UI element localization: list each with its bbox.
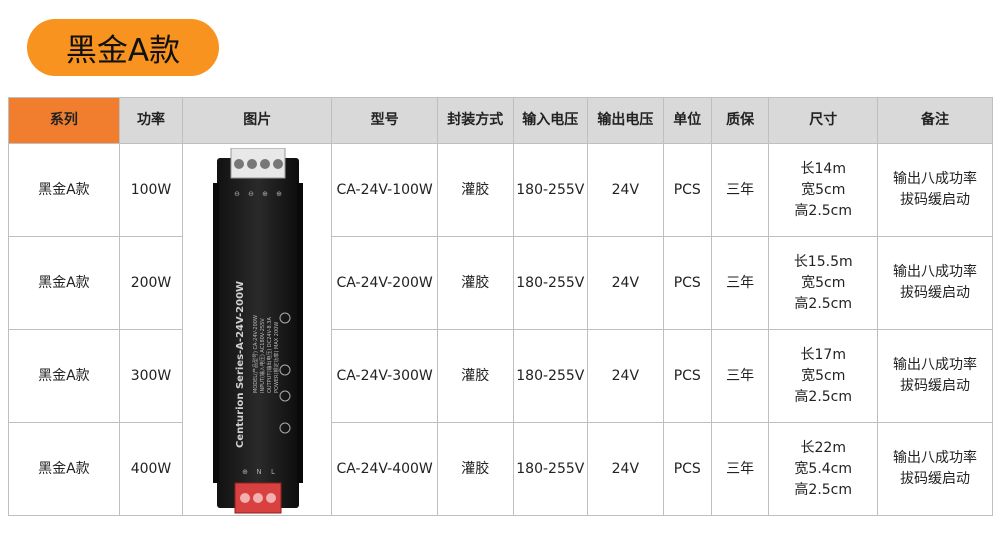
note-line: 输出八成功率 [893,357,978,373]
note-line: 拔码缓启动 [900,378,971,394]
cell-unit: PCS [662,143,712,237]
terminal-bottom-mark: L [271,468,275,476]
cell-input-voltage: 180-255V [512,143,589,237]
table-header-row: 系列 功率 图片 型号 封装方式 输入电压 输出电压 单位 质保 尺寸 备注 [8,97,993,144]
header-note: 备注 [877,97,993,144]
size-height: 高2.5cm [794,481,853,498]
terminal-bottom-mark: N [257,468,262,476]
size-length: 长17m [800,346,846,363]
cell-output-voltage: 24V [587,236,664,330]
cell-package: 灌胶 [437,422,514,516]
header-image: 图片 [182,97,333,144]
product-image-cell: ⊖ ⊖ ⊕ ⊕ Centurion Series-A-24V-200W MODE… [182,143,333,516]
cell-note: 输出八成功率 拔码缓启动 [877,329,993,423]
cell-input-voltage: 180-255V [512,236,589,330]
size-length: 长22m [800,439,846,456]
cell-unit: PCS [662,236,712,330]
header-size: 尺寸 [768,97,879,144]
spec-line: POWER(额定功率) MAX 200W [273,322,280,393]
size-width: 宽5cm [801,367,846,384]
certification-icons [279,312,291,434]
cell-package: 灌胶 [437,329,514,423]
cell-package: 灌胶 [437,236,514,330]
cell-series: 黑金A款 [8,422,120,516]
product-series-label: Centurion Series-A-24V-200W [235,281,246,448]
terminal-top-mark: ⊖ [248,190,254,198]
size-length: 长14m [800,160,846,177]
cell-warranty: 三年 [710,329,770,423]
cell-power: 400W [118,422,184,516]
cell-warranty: 三年 [710,422,770,516]
product-table: 系列 功率 图片 型号 封装方式 输入电压 输出电压 单位 质保 尺寸 备注 黑… [8,97,993,516]
header-input-voltage: 输入电压 [512,97,589,144]
table-row: 黑金A款 400W CA-24V-400W 灌胶 180-255V 24V PC… [8,422,993,516]
header-model: 型号 [331,97,439,144]
cell-power: 200W [118,236,184,330]
cell-warranty: 三年 [710,143,770,237]
cell-package: 灌胶 [437,143,514,237]
note-line: 输出八成功率 [893,171,978,187]
cell-size: 长22m 宽5.4cm 高2.5cm [768,422,879,516]
size-height: 高2.5cm [794,388,853,405]
header-package: 封装方式 [437,97,514,144]
terminal-top-mark: ⊖ [234,190,240,198]
cell-note: 输出八成功率 拔码缓启动 [877,143,993,237]
cell-series: 黑金A款 [8,143,120,237]
spec-line: OUTPUT(输出电压) DC24V-8.3A [266,317,273,393]
cell-note: 输出八成功率 拔码缓启动 [877,422,993,516]
header-warranty: 质保 [710,97,770,144]
cell-size: 长14m 宽5cm 高2.5cm [768,143,879,237]
spec-line: INPUT(输入电压) AC180V-255V [259,318,266,393]
cell-input-voltage: 180-255V [512,329,589,423]
power-supply-image: ⊖ ⊖ ⊕ ⊕ Centurion Series-A-24V-200W MODE… [213,148,304,514]
terminal-top-mark: ⊕ [276,190,282,198]
cell-model: CA-24V-300W [331,329,439,423]
note-line: 拔码缓启动 [900,285,971,301]
size-width: 宽5cm [801,274,846,291]
cell-input-voltage: 180-255V [512,422,589,516]
header-power: 功率 [118,97,184,144]
cell-unit: PCS [662,422,712,516]
cell-power: 100W [118,143,184,237]
cell-power: 300W [118,329,184,423]
cell-size: 长15.5m 宽5cm 高2.5cm [768,236,879,330]
cell-output-voltage: 24V [587,143,664,237]
table-row: 黑金A款 300W CA-24V-300W 灌胶 180-255V 24V PC… [8,329,993,423]
header-series: 系列 [8,97,120,144]
cell-model: CA-24V-200W [331,236,439,330]
note-line: 输出八成功率 [893,264,978,280]
size-height: 高2.5cm [794,202,853,219]
cell-series: 黑金A款 [8,236,120,330]
terminal-top-mark: ⊕ [262,190,268,198]
terminal-bottom-mark: ⊕ [242,468,248,476]
header-output-voltage: 输出电压 [587,97,664,144]
cell-output-voltage: 24V [587,329,664,423]
cell-note: 输出八成功率 拔码缓启动 [877,236,993,330]
size-height: 高2.5cm [794,295,853,312]
note-line: 输出八成功率 [893,450,978,466]
size-width: 宽5.4cm [794,460,853,477]
note-line: 拔码缓启动 [900,192,971,208]
size-width: 宽5cm [801,181,846,198]
note-line: 拔码缓启动 [900,471,971,487]
table-row: 黑金A款 200W CA-24V-200W 灌胶 180-255V 24V PC… [8,236,993,330]
page-title: 黑金A款 [27,19,219,76]
table-row: 黑金A款 100W [8,143,993,516]
cell-model: CA-24V-100W [331,143,439,237]
cell-output-voltage: 24V [587,422,664,516]
cell-unit: PCS [662,329,712,423]
size-length: 长15.5m [793,253,853,270]
cell-size: 长17m 宽5cm 高2.5cm [768,329,879,423]
cell-warranty: 三年 [710,236,770,330]
header-unit: 单位 [662,97,712,144]
spec-line: MODEL(产品型号) CA-24V-200W [252,315,259,393]
cell-series: 黑金A款 [8,329,120,423]
cell-model: CA-24V-400W [331,422,439,516]
